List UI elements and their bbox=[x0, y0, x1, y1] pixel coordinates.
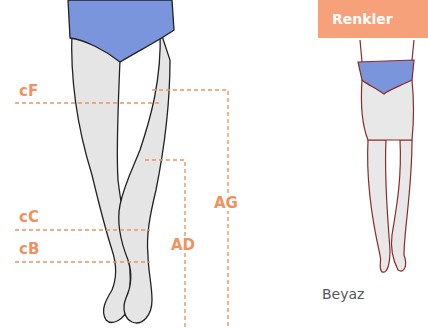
small-brief bbox=[358, 60, 414, 94]
small-left-leg bbox=[368, 140, 390, 272]
left-leg bbox=[72, 30, 131, 322]
small-right-leg bbox=[391, 140, 412, 271]
small-hips bbox=[360, 40, 414, 62]
color-banner: Renkler bbox=[318, 0, 428, 38]
color-name: Beyaz bbox=[322, 287, 364, 301]
dimension-label: AG bbox=[213, 196, 239, 211]
right-leg bbox=[119, 30, 170, 323]
dimension-label: cC bbox=[18, 210, 40, 225]
dimension-label: cB bbox=[18, 242, 40, 257]
brief bbox=[68, 0, 174, 62]
dimension-lines bbox=[15, 90, 228, 329]
dimension-label: AD bbox=[170, 238, 196, 253]
banner-title: Renkler bbox=[318, 0, 428, 27]
dimension-label: cF bbox=[18, 84, 39, 99]
